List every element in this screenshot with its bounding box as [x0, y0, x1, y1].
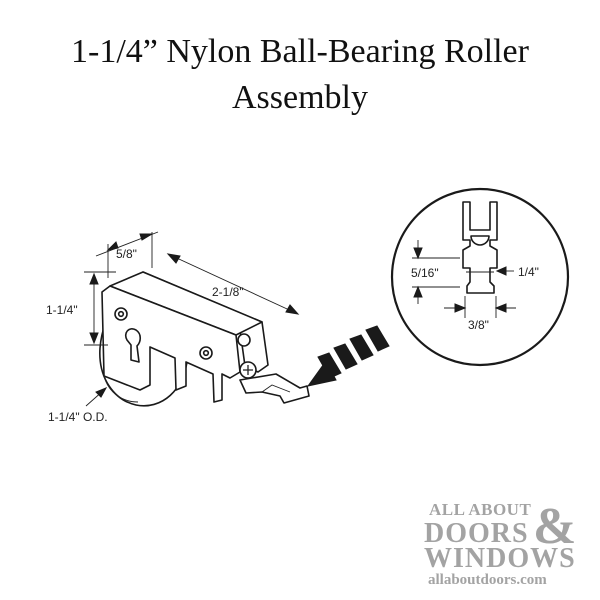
screw-slot-icon	[243, 365, 253, 375]
length-dimension-line	[167, 253, 299, 315]
detail-arrow	[306, 325, 390, 387]
base-arrow-left	[454, 303, 467, 313]
width-arrow-right	[139, 233, 154, 241]
logo-ampersand: &	[533, 498, 576, 555]
detail-clip-notch	[470, 235, 490, 246]
height-arrow-bottom	[89, 332, 99, 345]
roller-tab	[239, 373, 310, 404]
base-arrow-right	[494, 303, 507, 313]
logo-all-about: ALL ABOUT	[429, 500, 531, 519]
gap-arrow-bottom	[413, 285, 423, 298]
arrow-dash-3	[333, 343, 358, 370]
base-label: 3/8"	[468, 318, 489, 332]
gap-dimension-line	[412, 240, 460, 304]
gap-arrow-top	[413, 247, 423, 260]
rivet-front-right-center	[202, 349, 210, 357]
arrow-dash-2	[349, 334, 374, 361]
logo-windows: WINDOWS	[424, 543, 576, 574]
arrow-head	[306, 360, 337, 387]
length-arrow-left	[166, 253, 181, 264]
wheel-od-arrow	[95, 387, 108, 398]
neck-label: 1/4"	[518, 265, 539, 279]
axle-slot	[124, 328, 142, 363]
detail-view: 5/16" 1/4" 3/8"	[390, 187, 570, 367]
base-dimension-line	[444, 296, 516, 318]
gap-label: 5/16"	[411, 266, 439, 280]
neck-arrow	[495, 266, 507, 276]
length-label: 2-1/8"	[212, 285, 244, 299]
title-line-2: Assembly	[232, 79, 368, 116]
tab-fold	[261, 384, 291, 393]
rivet-back	[237, 333, 251, 347]
brand-logo: & ALL ABOUT DOORS WINDOWS allaboutdoors.…	[424, 498, 576, 588]
front-side-plate	[101, 285, 241, 403]
wheel-inner-edge	[103, 375, 139, 403]
main-dimensions: 5/8" 2-1/8" 1-1/4" 1-1/4" O.D.	[46, 231, 300, 424]
width-arrow-left	[106, 241, 119, 251]
arrow-dash-1	[365, 325, 390, 352]
height-label: 1-1/4"	[46, 303, 78, 317]
height-arrow-top	[89, 272, 99, 285]
rivet-front-left-center	[117, 310, 125, 318]
roller-assembly	[99, 271, 310, 407]
width-label: 5/8"	[116, 247, 137, 261]
logo-doors: DOORS	[424, 518, 529, 549]
height-dimension-line	[84, 271, 116, 346]
detail-clip	[462, 201, 498, 294]
length-arrow-right	[285, 304, 300, 315]
title-line-1: 1-1/4” Nylon Ball-Bearing Roller	[71, 33, 529, 70]
logo-url: allaboutdoors.com	[428, 572, 547, 588]
wheel-od-label: 1-1/4" O.D.	[48, 410, 108, 424]
